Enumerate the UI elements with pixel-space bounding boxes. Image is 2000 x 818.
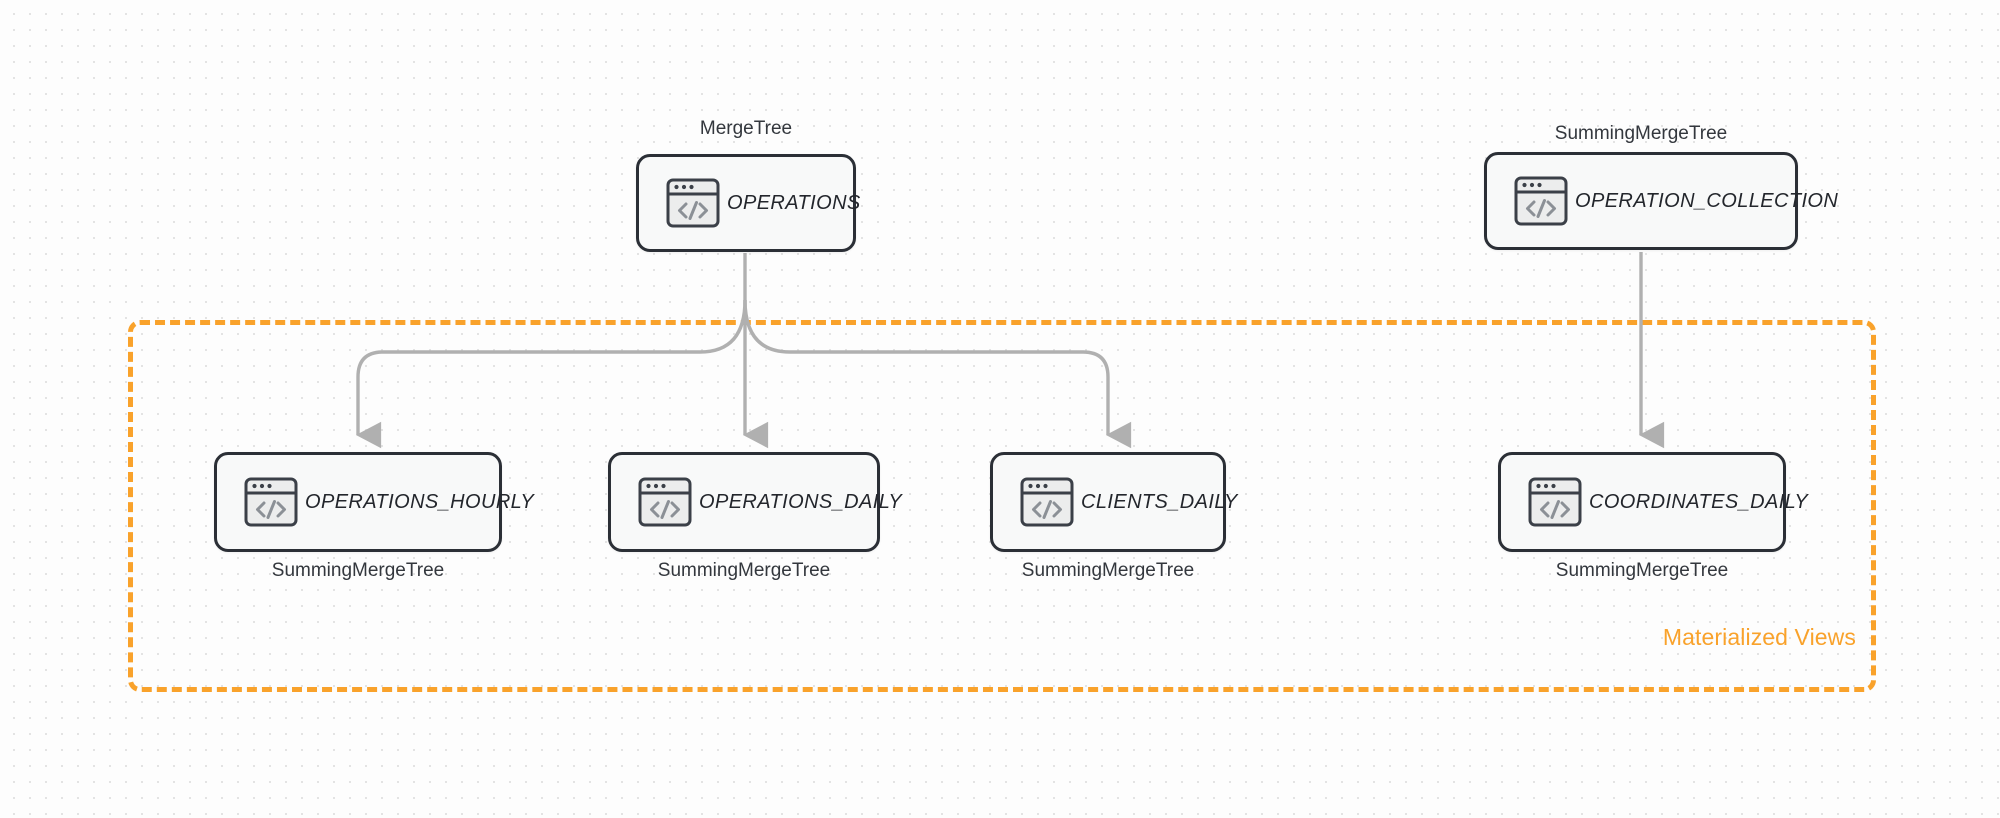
code-window-icon bbox=[1527, 476, 1583, 528]
engine-label-operation-collection: SummingMergeTree bbox=[1554, 123, 1728, 144]
code-window-icon bbox=[243, 476, 299, 528]
code-window-icon bbox=[637, 476, 693, 528]
code-window-icon bbox=[1019, 476, 1075, 528]
node-clients-daily[interactable]: CLIENTS_DAILY bbox=[990, 452, 1237, 552]
node-label-operations-hourly: OPERATIONS_HOURLY bbox=[305, 490, 535, 513]
node-label-operations: OPERATIONS bbox=[727, 191, 861, 214]
node-label-clients-daily: CLIENTS_DAILY bbox=[1081, 490, 1238, 513]
node-label-coordinates-daily: COORDINATES_DAILY bbox=[1589, 490, 1809, 513]
materialized-views-group-label: Materialized Views bbox=[1662, 624, 1856, 650]
node-operations-hourly[interactable]: OPERATIONS_HOURLY bbox=[214, 452, 534, 552]
engine-label-operations-hourly: SummingMergeTree bbox=[271, 560, 445, 581]
node-coordinates-daily[interactable]: COORDINATES_DAILY bbox=[1498, 452, 1808, 552]
node-operations[interactable]: OPERATIONS bbox=[636, 154, 860, 252]
engine-label-operations-daily: SummingMergeTree bbox=[657, 560, 831, 581]
engine-label-coordinates-daily: SummingMergeTree bbox=[1555, 560, 1729, 581]
node-operation-collection[interactable]: OPERATION_COLLECTION bbox=[1484, 152, 1838, 250]
engine-label-clients-daily: SummingMergeTree bbox=[1021, 560, 1195, 581]
engine-label-operations: MergeTree bbox=[699, 118, 793, 139]
code-window-icon bbox=[1513, 175, 1569, 227]
node-operations-daily[interactable]: OPERATIONS_DAILY bbox=[608, 452, 902, 552]
node-label-operations-daily: OPERATIONS_DAILY bbox=[699, 490, 903, 513]
code-window-icon bbox=[665, 177, 721, 229]
node-label-operation-collection: OPERATION_COLLECTION bbox=[1575, 189, 1839, 212]
